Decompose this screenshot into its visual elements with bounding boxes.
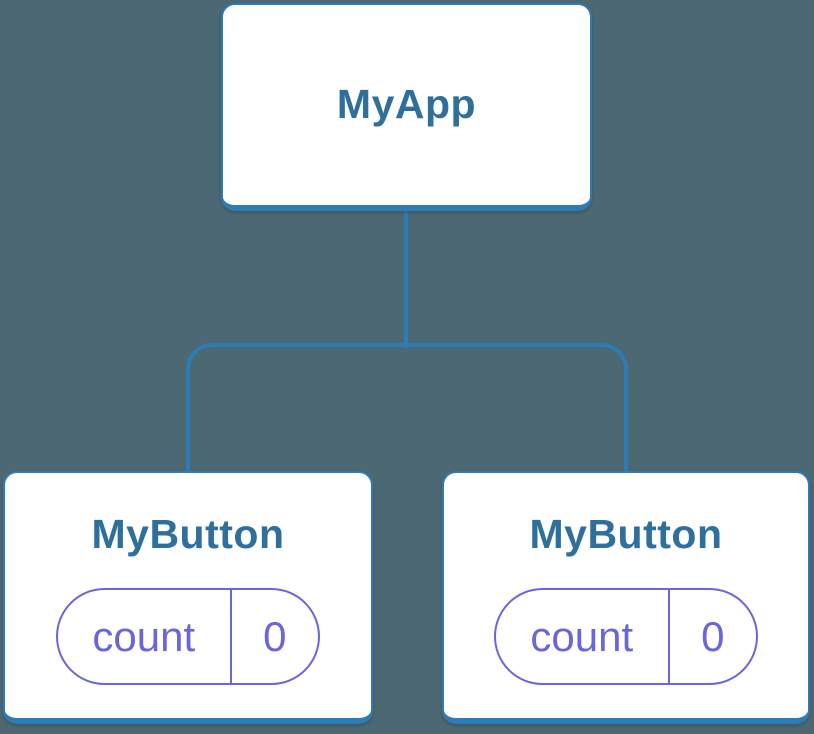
connector-bracket-line [186,343,628,475]
state-pill-left: count 0 [56,588,320,686]
node-mybutton-left: MyButton count 0 [3,471,373,724]
state-value-left: 0 [263,612,287,660]
node-label-myapp: MyApp [336,81,477,128]
node-label-mybutton-right: MyButton [529,511,723,557]
state-value-right: 0 [701,612,725,660]
pill-divider-left [229,590,232,684]
state-pill-right: count 0 [494,588,758,686]
state-key-right: count [530,612,634,660]
connector-stem-line [404,208,408,348]
node-label-mybutton-left: MyButton [91,511,285,557]
node-myapp: MyApp [221,3,592,211]
state-key-left: count [92,612,196,660]
pill-divider-right [667,590,670,684]
node-mybutton-right: MyButton count 0 [442,471,810,724]
